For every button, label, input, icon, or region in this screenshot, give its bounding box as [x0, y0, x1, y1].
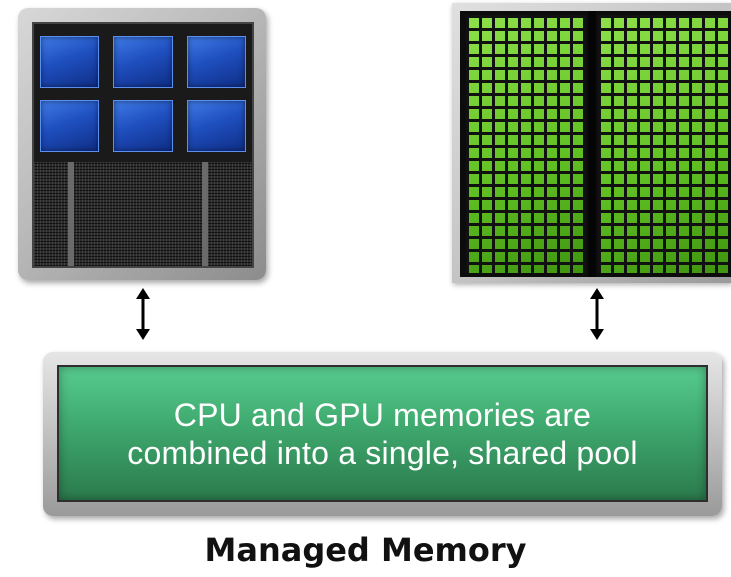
cpu-memory-arrow-icon — [135, 288, 151, 340]
diagram-caption: Managed Memory — [204, 531, 527, 569]
cpu-core — [40, 36, 100, 88]
cpu-die — [32, 22, 254, 268]
gpu-memory-arrow-icon — [589, 288, 605, 340]
gpu-core-grid-left — [466, 15, 586, 273]
gpu-core-grid-right — [598, 15, 728, 273]
cpu-cache-bar — [202, 162, 208, 266]
cpu-core — [186, 36, 246, 88]
memory-pool-text-line-1: CPU and GPU memories are — [173, 396, 592, 433]
cpu-chip-icon — [18, 8, 266, 280]
cpu-cache — [34, 162, 252, 266]
cpu-cache-bar — [68, 162, 74, 266]
cpu-core — [186, 100, 246, 152]
cpu-core-grid — [40, 36, 246, 152]
memory-pool-text-line-2: combined into a single, shared pool — [127, 434, 638, 471]
cpu-core — [113, 100, 173, 152]
gpu-chip-icon — [452, 3, 731, 283]
gpu-divider — [588, 11, 596, 277]
shared-memory-pool-body: CPU and GPU memories are combined into a… — [57, 365, 708, 502]
cpu-core — [113, 36, 173, 88]
shared-memory-pool: CPU and GPU memories are combined into a… — [43, 352, 722, 516]
cpu-core — [40, 100, 100, 152]
gpu-die — [460, 11, 731, 277]
